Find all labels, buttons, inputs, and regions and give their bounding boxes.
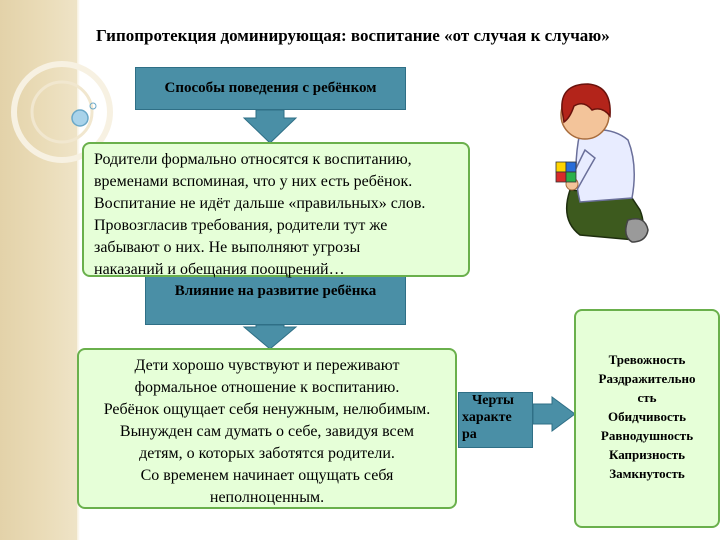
children-line: Со временем начинает ощущать себя bbox=[140, 467, 394, 484]
trait-item: Обидчивость bbox=[608, 409, 686, 424]
trait-item: сть bbox=[637, 390, 657, 405]
traits-label-line: Черты bbox=[472, 393, 514, 408]
arrow-down-1 bbox=[242, 109, 298, 144]
trait-item: Тревожность bbox=[608, 352, 686, 367]
trait-item: Капризность bbox=[608, 447, 686, 462]
ways-of-behavior-label: Способы поведения с ребёнком bbox=[164, 80, 377, 96]
children-line: детям, о которых заботятся родители. bbox=[139, 445, 395, 462]
arrow-right bbox=[532, 396, 576, 432]
ways-of-behavior-box: Способы поведения с ребёнком bbox=[135, 67, 406, 110]
parents-line: наказаний и обещания поощрений… bbox=[94, 261, 345, 278]
children-line: Ребёнок ощущает себя ненужным, нелюбимым… bbox=[103, 401, 431, 418]
trait-item: Равнодушность bbox=[600, 428, 694, 443]
traits-label-line: ра bbox=[462, 427, 477, 442]
children-line: неполноценным. bbox=[209, 489, 325, 506]
children-line: Вынужден сам думать о себе, завидуя всем bbox=[119, 423, 415, 440]
parents-line: забывают о них. Не выполняют угрозы bbox=[94, 239, 361, 256]
character-traits-box: Тревожность Раздражительно сть Обидчивос… bbox=[574, 309, 720, 528]
parents-line: Провозгласив требования, родители тут же bbox=[94, 217, 388, 234]
trait-item: Замкнутость bbox=[609, 466, 685, 481]
influence-label: Влияние на развитие ребёнка bbox=[174, 283, 377, 299]
parents-line: Родители формально относятся к воспитани… bbox=[94, 151, 412, 168]
traits-label-line: характе bbox=[462, 410, 512, 425]
trait-item: Раздражительно bbox=[598, 371, 696, 386]
children-line: Дети хорошо чувствуют и переживают bbox=[134, 357, 400, 374]
parents-line: временами вспоминая, что у них есть ребё… bbox=[94, 173, 413, 190]
parents-behavior-box: Родители формально относятся к воспитани… bbox=[82, 142, 470, 278]
children-line: формальное отношение к воспитанию. bbox=[134, 379, 400, 396]
child-playing-with-blocks-icon bbox=[555, 83, 649, 243]
arrow-down-2 bbox=[242, 324, 298, 350]
traits-label: Черты характе ра bbox=[462, 392, 534, 443]
parents-line: Воспитание не идёт дальше «правильных» с… bbox=[94, 195, 426, 212]
traits-label-box bbox=[458, 392, 533, 448]
slide-title: Гипопротекция доминирующая: воспитание «… bbox=[96, 26, 610, 45]
child-influence-box: Дети хорошо чувствуют и переживают форма… bbox=[77, 348, 457, 509]
